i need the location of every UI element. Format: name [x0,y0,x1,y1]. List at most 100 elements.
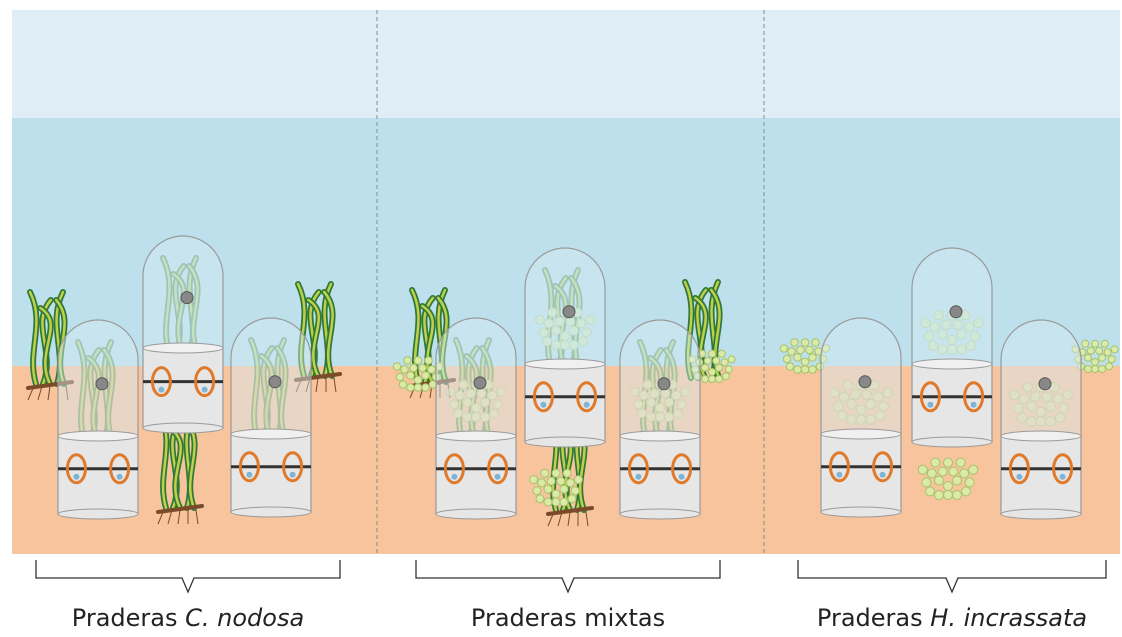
halimeda-segment [1087,347,1094,354]
benthic-chamber [821,318,901,517]
halimeda-segment [926,487,935,496]
benthic-chamber [525,248,605,447]
chamber-rim [821,429,901,439]
oxygen-sensor-icon [1039,378,1051,390]
halimeda-segment [1096,347,1103,354]
halimeda-segment [944,491,953,500]
halimeda-segment [716,376,723,383]
benthic-chamber [912,248,992,447]
halimeda-segment [396,373,404,381]
panel-label-cymodocea: Praderas C. nodosa [72,604,304,632]
halimeda-segment [956,458,965,467]
oxygen-sensor-icon [859,376,871,388]
chamber-rim [525,359,605,369]
benthic-chamber [620,320,700,519]
sampling-port [202,387,208,393]
halimeda-segment [812,339,820,347]
halimeda-segment [552,490,560,498]
chamber-base [821,434,901,512]
chamber-dome [620,320,700,436]
chamber-bottom-rim [912,437,992,447]
halimeda-segment [709,376,716,383]
chamber-base [58,436,138,514]
chamber-dome [1001,320,1081,436]
chamber-dome [143,236,223,348]
sampling-port [73,474,79,480]
halimeda-segment [965,478,974,487]
halimeda-segment [568,495,576,503]
chamber-dome [58,320,138,436]
halimeda-segment [422,384,430,392]
panel-label-halimeda: Praderas H. incrassata [817,604,1087,632]
halimeda-segment [809,366,817,374]
halimeda-segment [414,357,422,365]
sampling-port [635,474,641,480]
chamber-bottom-rim [58,509,138,519]
chamber-rim [436,431,516,441]
benthic-chamber [231,318,311,517]
chamber-bottom-rim [1001,509,1081,519]
chamber-base [912,364,992,442]
halimeda-segment [794,354,802,362]
halimeda-segment [538,479,546,487]
halimeda-segment [944,482,953,491]
chamber-bottom-rim [821,507,901,517]
halimeda-segment [544,485,552,493]
halimeda-segment [723,373,730,380]
halimeda-segment [935,491,944,500]
halimeda-segment [801,366,809,374]
halimeda-segment [806,346,814,354]
halimeda-segment [544,498,552,506]
benthic-chamber [436,318,516,519]
air-layer [12,10,1120,118]
sampling-port [117,474,123,480]
halimeda-segment [944,458,953,467]
halimeda-segment [704,357,711,364]
panel-bracket-2 [416,560,720,592]
halimeda-segment [938,467,947,476]
panel-label-mixed: Praderas mixtas [471,604,665,632]
halimeda-segment [953,491,962,500]
benthic-chamber [1001,320,1081,519]
halimeda-segment [557,477,565,485]
halimeda-segment [953,476,962,485]
halimeda-segment [536,495,544,503]
chamber-base [525,364,605,442]
halimeda-segment [552,469,560,477]
sampling-port [158,387,164,393]
halimeda-segment [1099,366,1106,373]
halimeda-segment [1092,359,1099,366]
sampling-port [246,472,252,478]
halimeda-segment [927,469,936,478]
chamber-rim [143,343,223,353]
panel-bracket-3 [798,560,1106,592]
chamber-dome [231,318,311,434]
halimeda-segment [560,485,568,493]
sampling-port [451,474,457,480]
chamber-base [436,436,516,514]
sampling-port [290,472,296,478]
halimeda-segment [1085,366,1092,373]
halimeda-segment [783,355,791,363]
chamber-rim [912,359,992,369]
halimeda-segment [969,465,978,474]
oxygen-sensor-icon [269,376,281,388]
oxygen-sensor-icon [658,378,670,390]
halimeda-segment [552,498,560,506]
halimeda-segment [1092,340,1099,347]
sampling-port [971,402,977,408]
sampling-port [495,474,501,480]
halimeda-segment [718,350,725,357]
species-name: H. incrassata [930,604,1087,632]
halimeda-segment [1108,356,1115,363]
chamber-dome [912,248,992,364]
halimeda-segment [794,366,802,374]
halimeda-segment [571,487,579,495]
halimeda-segment [393,363,401,371]
chamber-dome [436,318,516,436]
halimeda-segment [425,357,433,365]
halimeda-segment [566,479,574,487]
sampling-port [880,472,886,478]
benthic-chamber [58,320,138,519]
species-name: C. nodosa [185,604,304,632]
